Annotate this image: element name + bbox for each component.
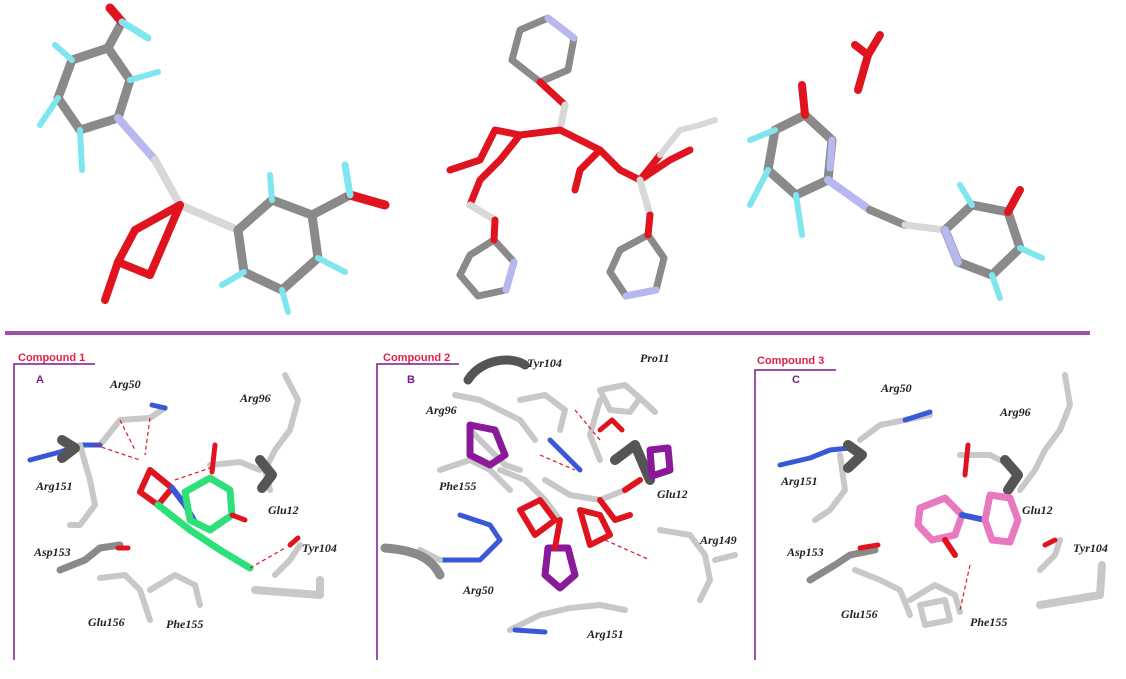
panel-a-frame [13,363,95,660]
panel-a-title: Compound 1 [18,352,85,364]
panel-a-res-arg96: Arg96 [239,391,271,405]
panel-c-res-glu12: Glu12 [1022,503,1053,517]
structure-compound-2 [446,14,718,300]
panel-b-res-tyr104: Tyr104 [527,356,562,370]
panel-a-hbonds [94,417,286,569]
panel-a: Compound 1 A [13,352,337,660]
panel-c-title: Compound 3 [757,355,824,367]
panel-b-hbonds [539,409,651,561]
panel-a-res-glu12: Glu12 [268,503,299,517]
panel-c-frame [754,369,836,660]
panel-a-res-tyr104: Tyr104 [302,541,337,555]
panel-c: Compound 3 C [754,355,1108,660]
panel-a-res-arg50: Arg50 [109,377,141,391]
panel-a-res-asp153: Asp153 [33,545,71,559]
panel-b-res-arg96: Arg96 [425,403,457,417]
panel-b: Compound 2 B [376,351,738,660]
panel-a-letter: A [36,374,44,386]
panel-a-res-glu156: Glu156 [88,615,125,629]
structure-compound-1 [37,3,390,315]
panel-b-res-glu12: Glu12 [657,487,688,501]
panel-c-res-arg50: Arg50 [880,381,912,395]
panel-c-residue-sticks [777,372,1106,628]
panel-b-ligand [466,421,674,592]
panel-b-res-pro11: Pro11 [640,351,669,365]
panel-b-res-arg149: Arg149 [699,533,737,547]
panel-b-title: Compound 2 [383,352,450,364]
panel-b-residue-sticks [380,355,738,635]
panel-b-res-phe155: Phe155 [439,479,476,493]
panel-c-res-arg96: Arg96 [999,405,1031,419]
panel-c-res-arg151: Arg151 [780,474,818,488]
panel-b-res-arg151: Arg151 [586,627,624,641]
panel-c-res-phe155: Phe155 [970,615,1007,629]
panel-a-ligand [137,467,254,572]
panel-b-letter: B [407,374,415,386]
structure-compound-3 [747,31,1045,301]
panel-c-res-tyr104: Tyr104 [1073,541,1108,555]
panel-a-res-arg151: Arg151 [35,479,73,493]
panel-a-res-phe155: Phe155 [166,617,203,631]
panel-c-res-asp153: Asp153 [786,545,824,559]
panel-c-res-glu156: Glu156 [841,607,878,621]
panel-c-letter: C [792,374,800,386]
panel-b-frame [376,363,459,660]
panel-c-hbonds [959,564,971,611]
panel-c-ligand [914,491,1022,558]
panel-b-res-arg50: Arg50 [462,583,494,597]
panel-a-residue-sticks [27,372,324,623]
